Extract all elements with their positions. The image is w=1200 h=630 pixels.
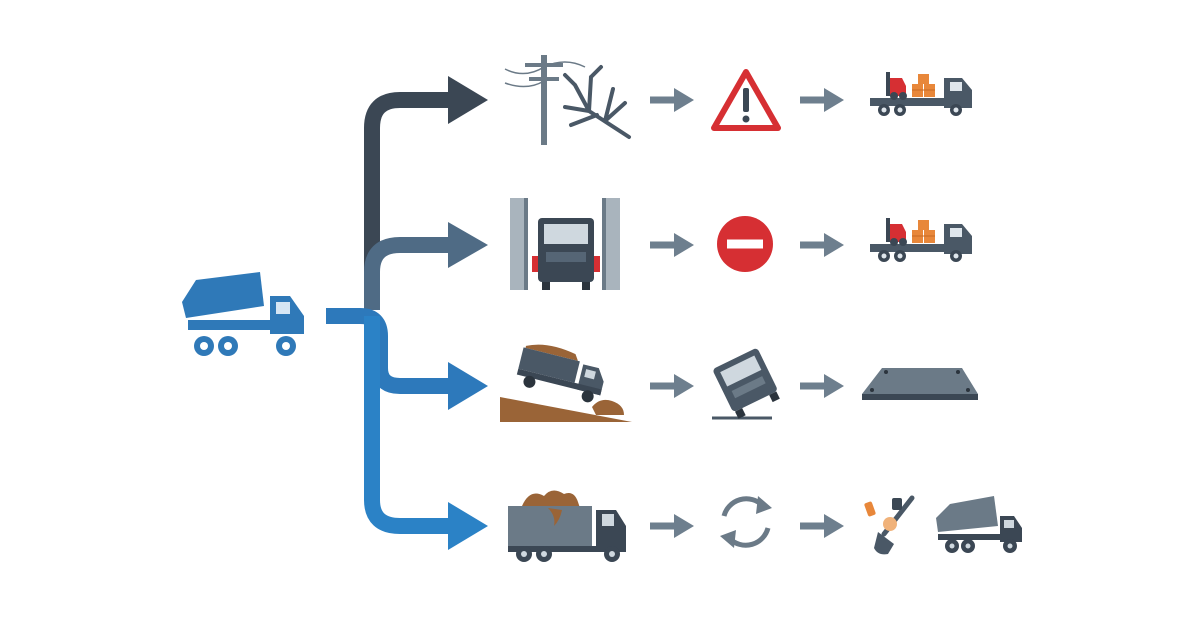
shovel-and-dump-truck-icon — [864, 495, 1022, 555]
row-4-arrow-1 — [650, 514, 694, 538]
branch-1-line — [364, 92, 462, 310]
row-1-arrow-1 — [650, 88, 694, 112]
row-3-arrow-1 — [650, 374, 694, 398]
truck-in-narrow-passage-icon — [510, 198, 620, 290]
branch-arrows — [326, 76, 488, 550]
row-1-arrow-2 — [800, 88, 844, 112]
no-entry-sign-icon — [717, 216, 773, 272]
row-2-arrow-1 — [650, 233, 694, 257]
loaded-dump-truck-icon — [508, 490, 626, 562]
branch-3-line — [326, 308, 462, 394]
row-3-arrow-2 — [800, 374, 844, 398]
branch-3-arrowhead — [448, 362, 488, 410]
branch-4-line — [364, 316, 462, 534]
power-line-and-fallen-tree-icon — [504, 55, 631, 145]
flatbed-truck-with-forklift-icon — [869, 71, 973, 117]
refresh-cycle-icon — [720, 496, 772, 548]
source-dump-truck-icon — [182, 272, 304, 356]
row-4-arrow-2 — [800, 514, 844, 538]
tipped-truck-icon — [712, 348, 780, 420]
branch-4-arrowhead — [448, 502, 488, 550]
row-2-arrow-2 — [800, 233, 844, 257]
branch-2-line — [364, 237, 462, 310]
warning-triangle-icon — [711, 69, 781, 131]
branch-2-arrowhead — [448, 222, 488, 268]
branch-1-arrowhead — [448, 76, 488, 124]
flatbed-truck-with-forklift-icon — [869, 217, 973, 263]
ground-plate-icon — [862, 368, 978, 400]
truck-on-muddy-slope-icon — [500, 344, 632, 422]
